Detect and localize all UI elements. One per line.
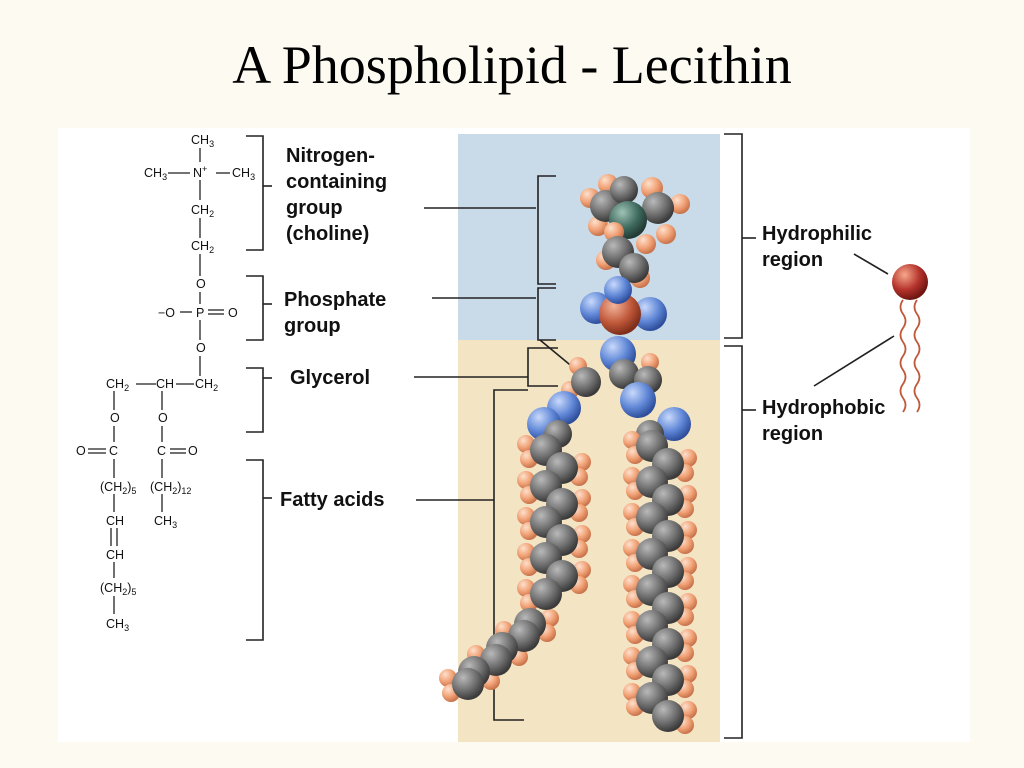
formula-ch2-a: CH2 xyxy=(191,203,214,219)
formula-chain1-ch2-5a: (CH2)5 xyxy=(100,480,136,496)
formula-brackets xyxy=(246,135,272,641)
formula-o-1: O xyxy=(196,277,206,291)
formula-ch3-right: CH3 xyxy=(232,166,255,182)
formula-text: CH3 CH3 N+ CH3 CH2 CH2 O −O P O O CH2 CH… xyxy=(76,133,255,633)
formula-o-4: O xyxy=(158,411,168,425)
carbon-atom xyxy=(530,578,562,610)
phosphate-atoms xyxy=(580,276,667,372)
phosphorus-atom xyxy=(599,293,641,335)
phospholipid-tail-icon-left xyxy=(899,299,907,413)
formula-glycerol-ch: CH xyxy=(156,377,174,391)
bracket-model-choline xyxy=(537,175,556,285)
formula-chain1-ch2-5b: (CH2)5 xyxy=(100,581,136,597)
formula-ch2-b: CH2 xyxy=(191,239,214,255)
bracket-choline xyxy=(246,135,264,251)
formula-o-minus: −O xyxy=(158,306,175,320)
label-phosphate-group: Phosphate group xyxy=(284,289,392,337)
formula-carbonyl-o2: O xyxy=(188,444,198,458)
space-filling-model xyxy=(439,174,697,734)
fatty-acid-chain-right xyxy=(623,430,697,734)
bracket-glycerol xyxy=(246,367,264,433)
label-hydrophobic-region: Hydrophobic region xyxy=(762,397,891,445)
fatty-acid-chain-left xyxy=(439,434,591,702)
carbon-atom xyxy=(652,700,684,732)
bracket-fatty-acids xyxy=(246,459,264,641)
bracket-model-glycerol xyxy=(527,347,558,387)
bracket-hydrophobic xyxy=(724,345,743,739)
formula-glycerol-ch2-right: CH2 xyxy=(195,377,218,393)
formula-o-double: O xyxy=(228,306,238,320)
bracket-model-fatty-acids xyxy=(493,389,528,721)
bracket-model-phosphate xyxy=(537,287,556,341)
formula-p: P xyxy=(196,306,204,320)
formula-chain2-ch2-12: (CH2)12 xyxy=(150,480,191,496)
phospholipid-diagram: CH3 CH3 N+ CH3 CH2 CH2 O −O P O O CH2 CH… xyxy=(76,133,928,742)
formula-carbonyl-c1: C xyxy=(109,444,118,458)
label-fatty-acids: Fatty acids xyxy=(280,489,384,511)
formula-o-3: O xyxy=(110,411,120,425)
bracket-phosphate xyxy=(246,275,264,341)
formula-ch3-top: CH3 xyxy=(191,133,214,149)
bracket-hydrophilic xyxy=(724,133,743,339)
phospholipid-icon xyxy=(813,253,928,413)
formula-carbonyl-o1: O xyxy=(76,444,86,458)
formula-n-plus: N+ xyxy=(193,164,207,180)
phospholipid-head-icon xyxy=(892,264,928,300)
formula-chain1-ch3: CH3 xyxy=(106,617,129,633)
formula-chain1-ch-a: CH xyxy=(106,514,124,528)
formula-o-2: O xyxy=(196,341,206,355)
label-glycerol: Glycerol xyxy=(290,367,370,389)
page-title: A Phospholipid - Lecithin xyxy=(232,35,792,95)
structural-formula xyxy=(88,148,230,614)
formula-chain2-ch3: CH3 xyxy=(154,514,177,530)
label-nitrogen-group: Nitrogen- containing group (choline) xyxy=(286,145,393,245)
choline-atoms xyxy=(580,174,690,288)
label-hydrophilic-region: Hydrophilic region xyxy=(762,223,878,271)
carbon-atom xyxy=(452,668,484,700)
formula-glycerol-ch2-left: CH2 xyxy=(106,377,129,393)
formula-ch3-left: CH3 xyxy=(144,166,167,182)
phospholipid-tail-icon-right xyxy=(913,299,921,413)
region-brackets xyxy=(724,133,756,739)
formula-chain1-ch-b: CH xyxy=(106,548,124,562)
formula-carbonyl-c2: C xyxy=(157,444,166,458)
diagram-panel: CH3 CH3 N+ CH3 CH2 CH2 O −O P O O CH2 CH… xyxy=(58,128,970,742)
